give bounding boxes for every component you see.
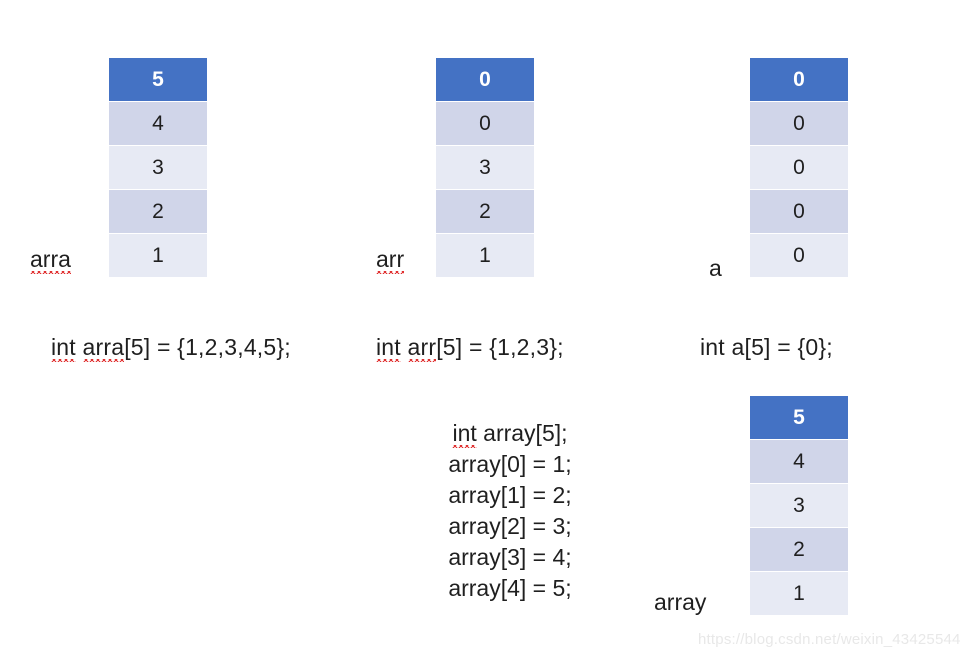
array-label-arra: arra (30, 246, 71, 273)
code-identifier-arra: arra (82, 334, 125, 363)
array-label-text: array (654, 589, 707, 615)
array-cell: 0 (750, 146, 848, 189)
code-block-array-assignments: int array[5]; array[0] = 1; array[1] = 2… (405, 418, 615, 604)
array-cell: 3 (109, 146, 207, 189)
array-cell: 1 (436, 234, 534, 277)
array-cell: 0 (750, 102, 848, 145)
code-block-line-0: int array[5]; (405, 418, 615, 449)
array-cell: 2 (750, 528, 848, 571)
array-label-text: arra (30, 246, 71, 275)
array-cell: 5 (109, 58, 207, 101)
array-cell: 3 (750, 484, 848, 527)
code-block-line-2: array[1] = 2; (448, 482, 572, 508)
array-cell: 3 (436, 146, 534, 189)
code-space (401, 334, 408, 360)
code-keyword-int: int (452, 420, 477, 449)
code-remainder: [5] = {1,2,3}; (436, 334, 564, 360)
array-cell: 4 (109, 102, 207, 145)
array-label-text: a (709, 255, 722, 281)
array-cell: 5 (750, 396, 848, 439)
code-space (76, 334, 83, 360)
code-identifier-arr: arr (407, 334, 437, 363)
code-block-line-1: array[0] = 1; (448, 451, 572, 477)
array-cell: 2 (436, 190, 534, 233)
array-table-a: 0 0 0 0 0 (750, 58, 848, 277)
code-line-arra: int arra[5] = {1,2,3,4,5}; (51, 334, 291, 361)
array-table-arra: 5 4 3 2 1 (109, 58, 207, 277)
code-line-a: int a[5] = {0}; (700, 334, 833, 360)
code-block-line-3: array[2] = 3; (448, 513, 572, 539)
array-cell: 0 (750, 58, 848, 101)
array-table-array: 5 4 3 2 1 (750, 396, 848, 615)
array-cell: 1 (109, 234, 207, 277)
code-remainder: [5] = {1,2,3,4,5}; (124, 334, 291, 360)
code-keyword-int: int (376, 334, 401, 363)
array-cell: 0 (436, 58, 534, 101)
array-label-arr: arr (376, 246, 405, 275)
array-label-a: a (709, 255, 722, 282)
watermark: https://blog.csdn.net/weixin_43425544 (698, 631, 961, 648)
array-cell: 0 (750, 190, 848, 233)
array-cell: 2 (109, 190, 207, 233)
array-cell: 1 (750, 572, 848, 615)
array-cell: 4 (750, 440, 848, 483)
array-label-array: array (654, 589, 706, 616)
code-line-arr: int arr[5] = {1,2,3}; (376, 334, 564, 361)
array-cell: 0 (436, 102, 534, 145)
array-cell: 0 (750, 234, 848, 277)
code-remainder: array[5]; (476, 420, 568, 446)
array-label-text: arr (376, 246, 405, 275)
array-table-arr: 0 0 3 2 1 (436, 58, 534, 277)
code-block-line-5: array[4] = 5; (448, 575, 572, 601)
code-keyword-int: int (51, 334, 76, 363)
code-block-line-4: array[3] = 4; (448, 544, 572, 570)
